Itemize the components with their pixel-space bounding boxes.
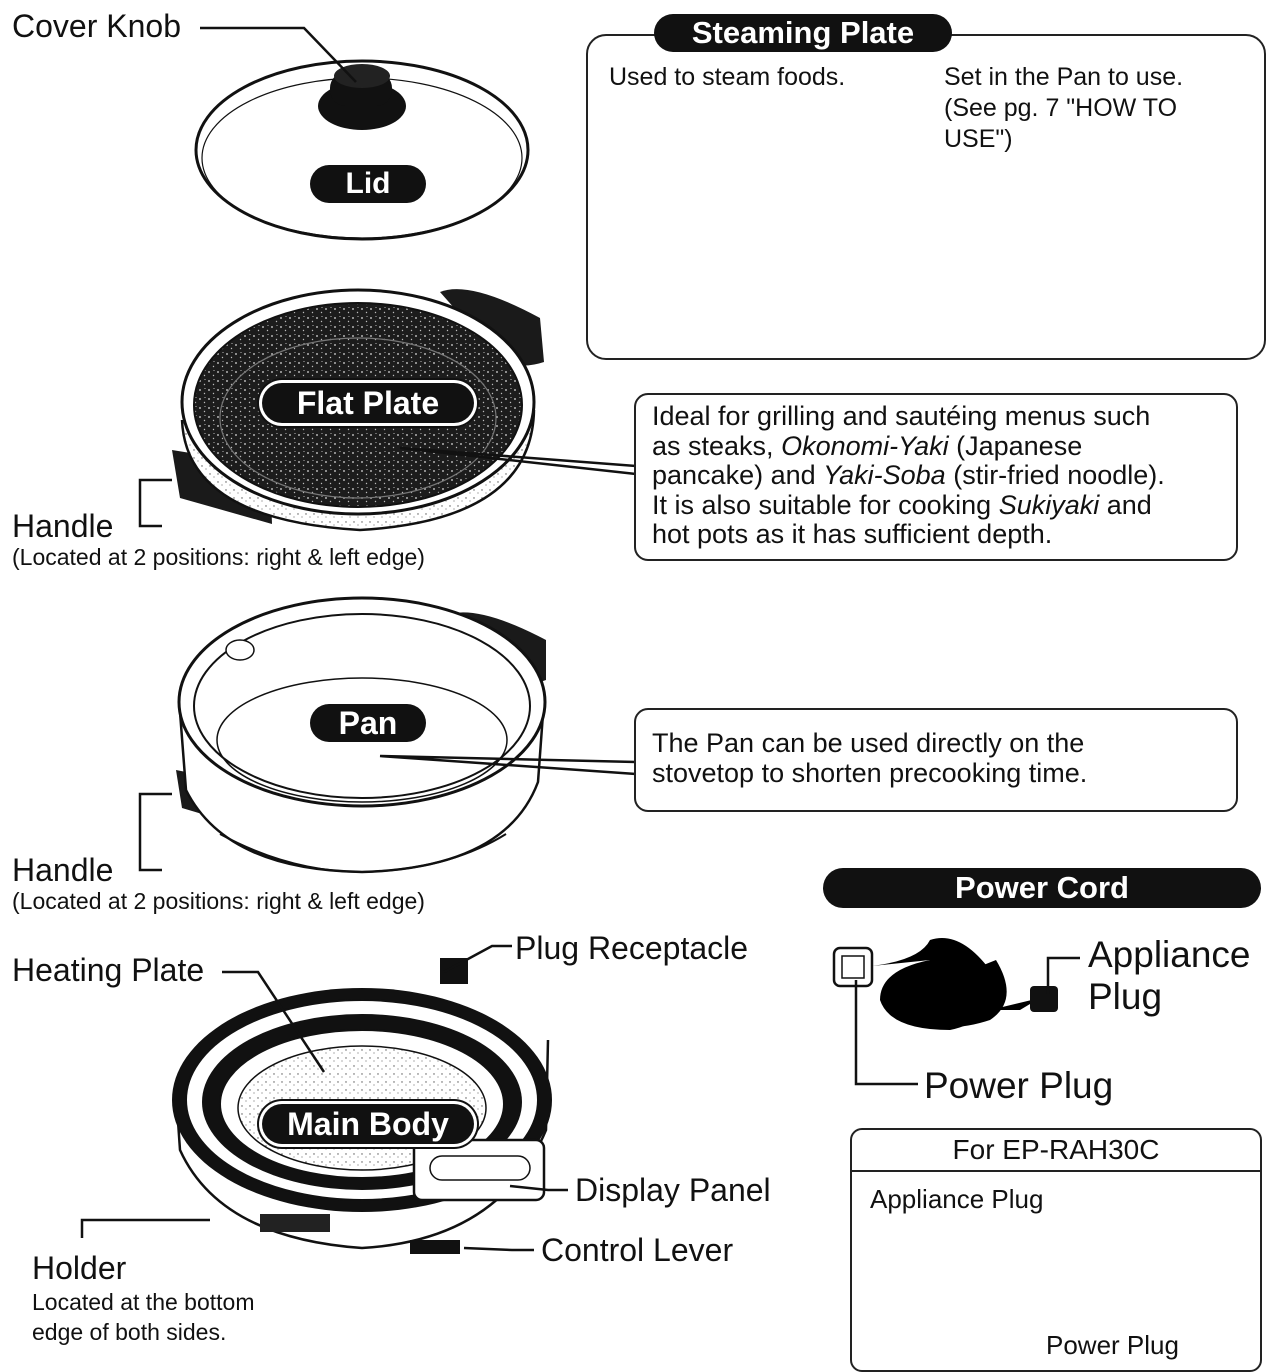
handle-label-1: Handle — [12, 510, 113, 542]
pan-description: The Pan can be used directly on the stov… — [652, 729, 1087, 788]
model-appliance-plug-label: Appliance Plug — [870, 1184, 1043, 1214]
flat-plate-desc-line-5: hot pots as it has sufficient depth. — [652, 520, 1165, 550]
model-box-divider — [852, 1170, 1260, 1172]
pan-desc-line-1: The Pan can be used directly on the — [652, 729, 1087, 759]
holder-note-1: Located at the bottom — [32, 1291, 255, 1314]
cover-knob-label: Cover Knob — [12, 10, 181, 42]
flat-plate-description: Ideal for grilling and sautéing menus su… — [652, 402, 1165, 550]
model-power-plug-label: Power Plug — [1046, 1330, 1179, 1360]
flat-plate-label: Flat Plate — [262, 383, 474, 423]
power-plug-label: Power Plug — [924, 1066, 1113, 1106]
flat-plate-desc-line-2: as steaks, Okonomi-Yaki (Japanese — [652, 432, 1165, 462]
holder-note-2: edge of both sides. — [32, 1321, 226, 1344]
steaming-plate-right-line-2: (See pg. 7 "HOW TO — [944, 93, 1183, 124]
display-panel-label: Display Panel — [575, 1174, 771, 1206]
handle-note-1: (Located at 2 positions: right & left ed… — [12, 546, 425, 569]
appliance-plug-label: Appliance Plug — [1088, 934, 1251, 1018]
control-lever-label: Control Lever — [541, 1234, 733, 1266]
steaming-plate-left-text: Used to steam foods. — [609, 62, 845, 92]
model-box-title: For EP-RAH30C — [852, 1133, 1260, 1167]
pan-desc-line-2: stovetop to shorten precooking time. — [652, 759, 1087, 789]
appliance-plug-label-line-2: Plug — [1088, 976, 1251, 1018]
steaming-plate-title: Steaming Plate — [654, 14, 952, 52]
flat-plate-desc-line-1: Ideal for grilling and sautéing menus su… — [652, 402, 1165, 432]
main-body-label: Main Body — [262, 1104, 474, 1144]
steaming-plate-right-text: Set in the Pan to use. (See pg. 7 "HOW T… — [944, 62, 1183, 155]
heating-plate-label: Heating Plate — [12, 954, 204, 986]
holder-label: Holder — [32, 1252, 126, 1284]
steaming-plate-right-line-3: USE") — [944, 124, 1183, 155]
appliance-plug-label-line-1: Appliance — [1088, 934, 1251, 976]
handle-note-2: (Located at 2 positions: right & left ed… — [12, 890, 425, 913]
plug-receptacle-label: Plug Receptacle — [515, 932, 748, 964]
flat-plate-desc-line-3: pancake) and Yaki-Soba (stir-fried noodl… — [652, 461, 1165, 491]
pan-label: Pan — [310, 704, 426, 742]
lid-label: Lid — [310, 165, 426, 203]
handle-label-2: Handle — [12, 854, 113, 886]
steaming-plate-right-line-1: Set in the Pan to use. — [944, 62, 1183, 93]
flat-plate-desc-line-4: It is also suitable for cooking Sukiyaki… — [652, 491, 1165, 521]
power-cord-title: Power Cord — [823, 868, 1261, 908]
